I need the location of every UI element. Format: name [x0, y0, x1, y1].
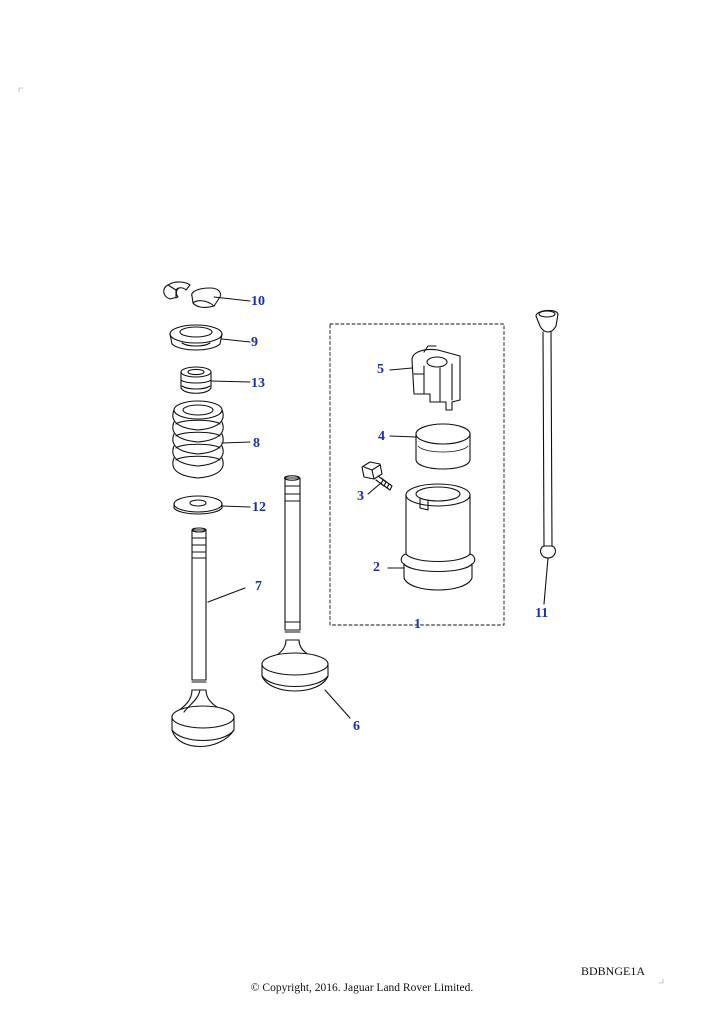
part-5-adjuster-clip[interactable] — [411, 345, 461, 411]
callout-4[interactable]: 4 — [378, 429, 385, 444]
part-6-exhaust-valve[interactable] — [261, 475, 329, 692]
crop-marks — [18, 87, 664, 984]
part-7-inlet-valve[interactable] — [171, 527, 235, 748]
leader-11 — [543, 557, 549, 605]
leader-3 — [367, 482, 382, 495]
part-11-push-rod[interactable] — [535, 309, 559, 559]
leader-9 — [221, 338, 251, 343]
callout-5[interactable]: 5 — [377, 362, 384, 377]
callout-11[interactable]: 11 — [535, 606, 549, 621]
part-3-adjusting-screw[interactable] — [361, 461, 393, 491]
tappet-kit-outline — [329, 323, 505, 626]
part-8-valve-spring[interactable] — [172, 400, 224, 479]
callout-2[interactable]: 2 — [373, 560, 380, 575]
drawing-code: BDBNGE1A — [581, 964, 646, 978]
part-4-plunger[interactable] — [415, 423, 471, 470]
callout-13[interactable]: 13 — [251, 376, 265, 391]
part-12-spring-seat-washer[interactable] — [173, 495, 223, 515]
leader-4 — [389, 435, 417, 438]
leader-8 — [221, 441, 251, 444]
leader-7 — [207, 587, 246, 603]
leader-13 — [210, 380, 251, 383]
part-10-valve-collets[interactable] — [163, 281, 222, 308]
part-2-tappet-body[interactable] — [400, 483, 476, 591]
callout-3[interactable]: 3 — [357, 489, 364, 504]
callout-1[interactable]: 1 — [414, 617, 421, 632]
callout-10[interactable]: 10 — [251, 294, 265, 309]
callout-7[interactable]: 7 — [255, 579, 262, 594]
callout-8[interactable]: 8 — [253, 436, 260, 451]
leader-5 — [389, 367, 413, 371]
callout-6[interactable]: 6 — [353, 719, 360, 734]
callout-12[interactable]: 12 — [252, 500, 266, 515]
copyright-notice: © Copyright, 2016. Jaguar Land Rover Lim… — [250, 982, 474, 994]
leader-12 — [221, 505, 251, 508]
leader-6 — [324, 689, 351, 719]
leader-10 — [213, 296, 251, 302]
part-9-spring-retainer[interactable] — [169, 324, 223, 351]
callout-9[interactable]: 9 — [251, 335, 258, 350]
part-13-valve-stem-seal[interactable] — [180, 366, 212, 394]
